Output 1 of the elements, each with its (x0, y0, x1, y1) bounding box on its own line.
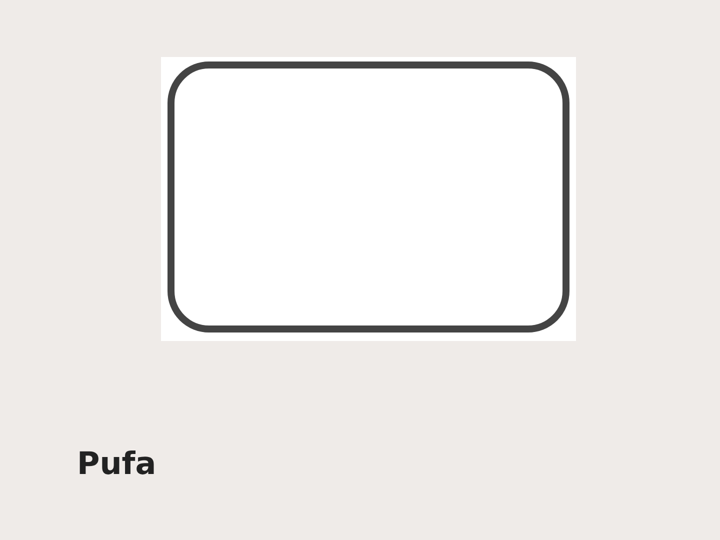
caption: Pufa (77, 446, 156, 482)
